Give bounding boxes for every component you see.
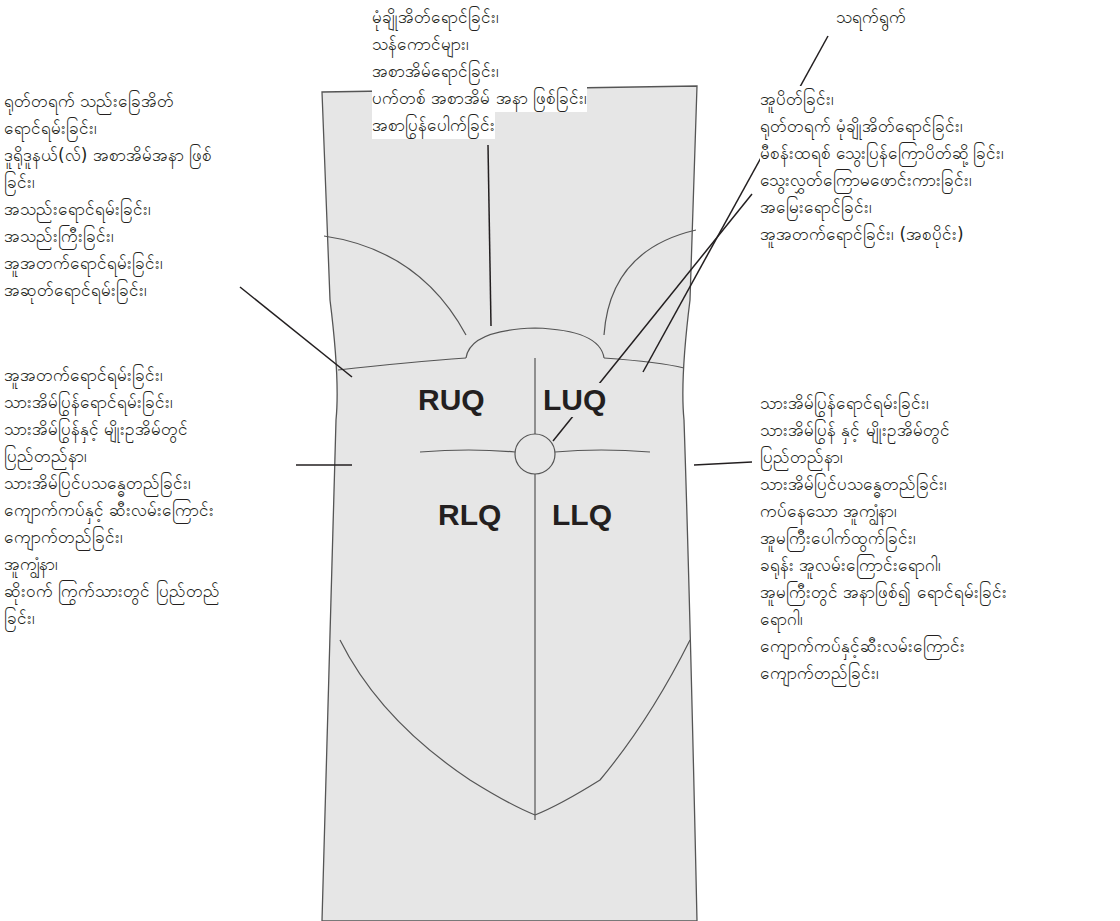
condition-list: သရက်ရွက် — [836, 4, 996, 31]
condition-label: အူပိတ်ခြင်း၊ — [760, 86, 834, 113]
condition-label: အမြေးရောင်ခြင်း၊ — [760, 194, 872, 221]
condition-label: ရုတ်တရက် မုံချိုအိတ်ရောင်ခြင်း၊ — [760, 113, 963, 140]
condition-label: ဒူရိုဒူနယ်(လ်) အစာအိမ်အနာ ဖြစ်ခြင်း၊ — [4, 142, 229, 196]
condition-label: သားအိမ်ပြွန် နှင့် မျိုးဥအိမ်တွင် ပြည်တည… — [760, 417, 1022, 471]
condition-label: အသည်းရောင်ရမ်းခြင်း၊ — [4, 196, 151, 223]
condition-label: အစာအိမ်ရောင်ခြင်း၊ — [372, 58, 499, 85]
condition-label: အူမကြီးပေါက်ထွက်ခြင်း၊ — [760, 525, 916, 552]
quadrant-label: LLQ — [550, 498, 614, 532]
condition-label: အူအတက်ရောင်ခြင်း၊ (အစပိုင်း) — [760, 221, 964, 248]
condition-label: မီစန်းထရစ် သွေးပြန်ကြောပိတ်ဆို့ခြင်း၊ — [760, 140, 1004, 167]
condition-label: သားအိမ်ပြင်ပသန္ဓေတည်ခြင်း၊ — [760, 471, 947, 498]
condition-label: အသည်းကြီးခြင်း၊ — [4, 223, 114, 250]
condition-label: ကျောက်ကပ်နှင့်ဆီးလမ်းကြောင်း ကျောက်တည်ခြ… — [760, 633, 1022, 687]
condition-label: သားအိမ်ပြွန်ရောင်ရမ်းခြင်း၊ — [4, 389, 173, 416]
condition-label: အစာပြွန်ပေါက်ခြင်း — [372, 112, 495, 139]
condition-label: ပက်တစ် အစာအိမ် အနာ ဖြစ်ခြင်း၊ — [372, 85, 587, 112]
condition-list: သားအိမ်ပြွန်ရောင်ရမ်းခြင်း၊သားအိမ်ပြွန် … — [760, 390, 1022, 687]
quadrant-label: LUQ — [541, 383, 608, 417]
condition-label: သွေးလွှတ်ကြောမဖောင်းကားခြင်း၊ — [760, 167, 972, 194]
condition-list: အူပိတ်ခြင်း၊ရုတ်တရက် မုံချိုအိတ်ရောင်ခြင… — [760, 86, 1115, 248]
condition-label: ရုတ်တရက် သည်းခြေအိတ် ရောင်ရမ်းခြင်း၊ — [4, 88, 229, 142]
condition-label: သားအိမ်ပြွန်နှင့် မျိုးဥအိမ်တွင် ပြည်တည်… — [4, 416, 236, 470]
condition-label: အူအတက်ရောင်ရမ်းခြင်း၊ — [4, 362, 163, 389]
condition-label: အူမကြီးတွင် အနာဖြစ်၍ ရောင်ရမ်းခြင်းရောဂါ… — [760, 579, 1022, 633]
quadrant-label: RUQ — [416, 383, 487, 417]
condition-list: ရုတ်တရက် သည်းခြေအိတ် ရောင်ရမ်းခြင်း၊ဒူရိ… — [4, 88, 229, 304]
condition-label: အူကျွံနာ၊ — [4, 551, 58, 578]
condition-label: ခရုန်း အူလမ်းကြောင်းရောဂါ၊ — [760, 552, 941, 579]
quadrant-label: RLQ — [436, 498, 503, 532]
condition-label: သန်ကောင်များ၊ — [372, 31, 469, 58]
condition-list: မုံချိုအိတ်ရောင်ခြင်း၊သန်ကောင်များ၊အစာအိ… — [372, 4, 622, 139]
condition-label: သားအိမ်ပြင်ပသန္ဓေတည်ခြင်း၊ — [4, 470, 191, 497]
condition-list: အူအတက်ရောင်ရမ်းခြင်း၊သားအိမ်ပြွန်ရောင်ရမ… — [4, 362, 236, 632]
condition-label: ကပ်နေသော အူကျွံနာ၊ — [760, 498, 897, 525]
condition-label: သားအိမ်ပြွန်ရောင်ရမ်းခြင်း၊ — [760, 390, 929, 417]
condition-label: မုံချိုအိတ်ရောင်ခြင်း၊ — [372, 4, 499, 31]
condition-label: အဆုတ်ရောင်ရမ်းခြင်း၊ — [4, 277, 147, 304]
condition-label: ကျောက်ကပ်နှင့် ဆီးလမ်းကြောင်း ကျောက်တည်ခ… — [4, 497, 236, 551]
condition-label: အူအတက်ရောင်ရမ်းခြင်း၊ — [4, 250, 163, 277]
condition-label: ဆိုးဝက် ကြွက်သားတွင် ပြည်တည်ခြင်း၊ — [4, 578, 236, 632]
condition-label: သရက်ရွက် — [836, 4, 906, 31]
